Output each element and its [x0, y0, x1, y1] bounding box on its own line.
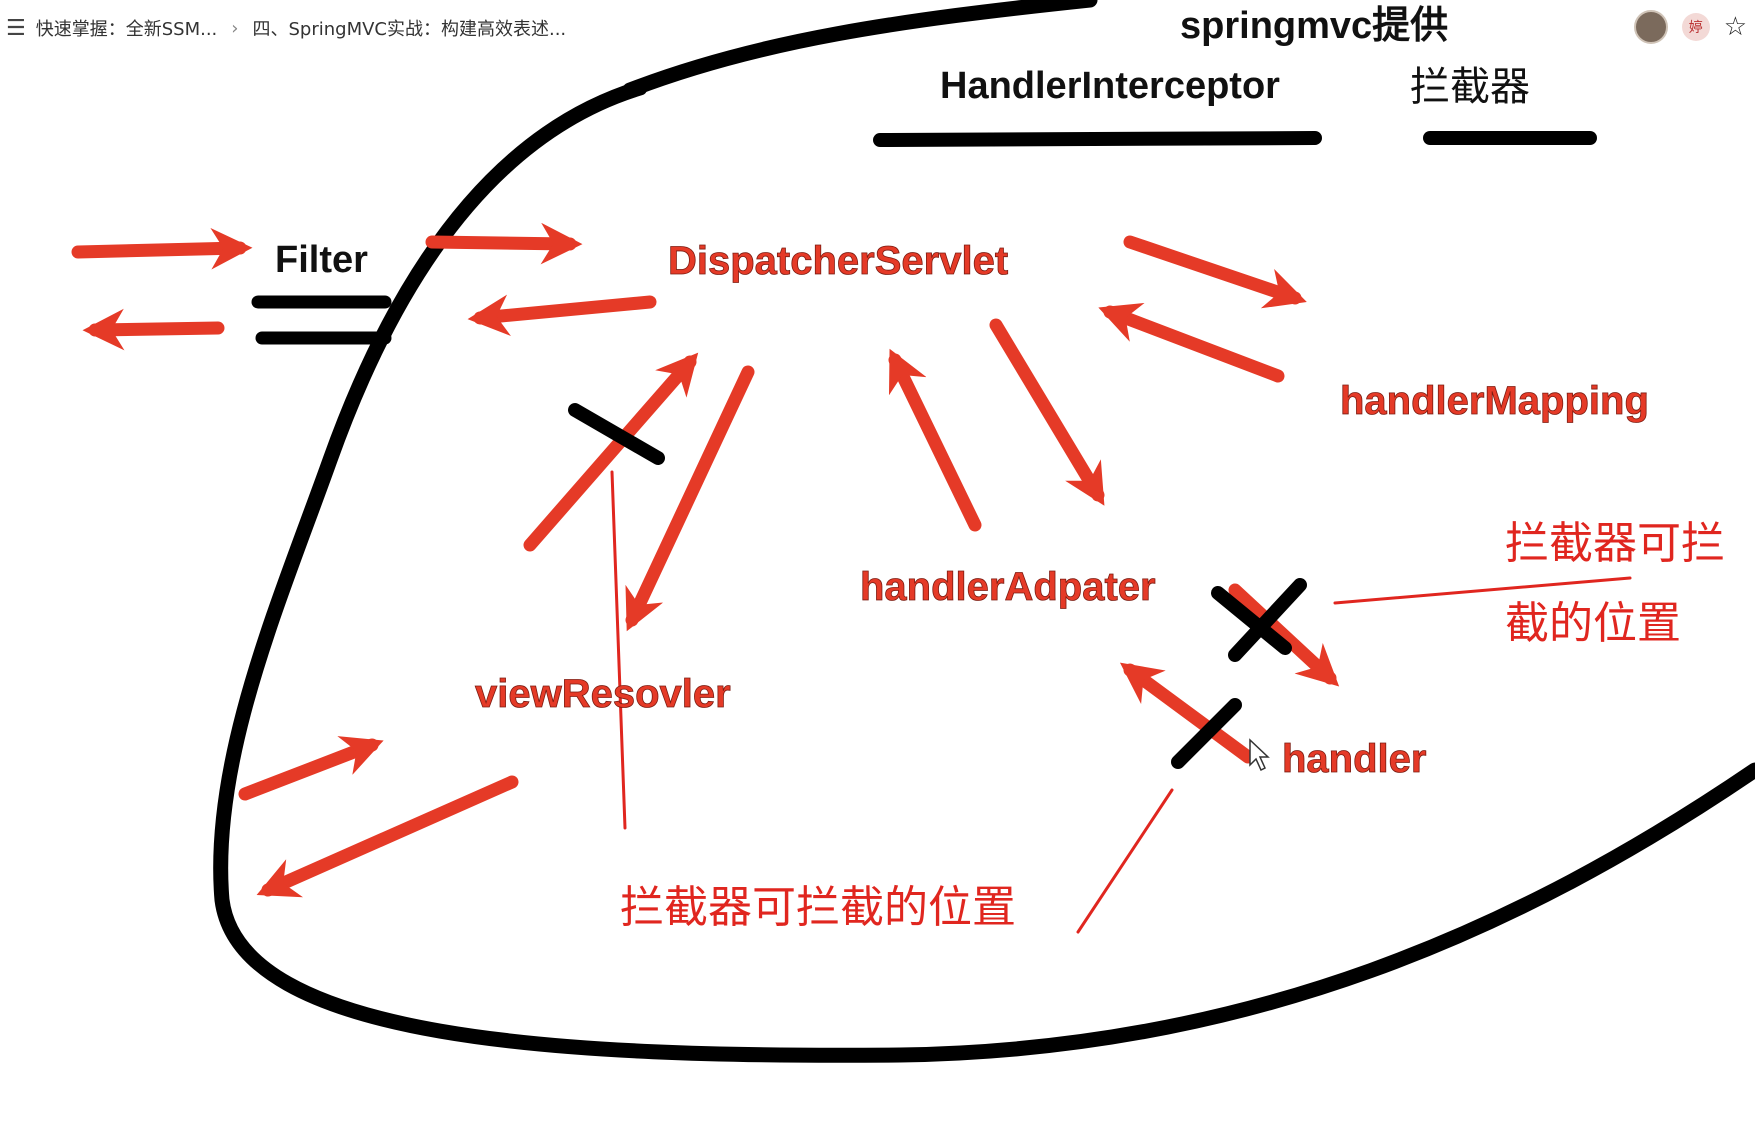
arrow-dispatcher-to-filter	[467, 294, 657, 336]
topbar-actions: 婷 ☆	[1633, 10, 1747, 44]
arrow-in-to-filter	[71, 227, 253, 270]
title-springmvc: springmvc提供	[1180, 5, 1448, 47]
title-underline-1	[873, 131, 1322, 147]
pointer-right	[1333, 576, 1632, 605]
user-badge[interactable]: 婷	[1681, 13, 1710, 41]
flow-arrows	[71, 222, 1340, 898]
label-handler-adapter: handlerAdpater	[860, 565, 1156, 609]
arrow-dispatcher-to-mapping	[1123, 235, 1307, 309]
note-right-line2: 截的位置	[1505, 598, 1681, 649]
annotation-pointers	[610, 470, 1632, 934]
cursor-icon	[1249, 738, 1270, 772]
mark-view-dispatcher	[568, 403, 665, 465]
interception-marks	[568, 403, 1307, 769]
mark-adapter-handler-a	[1211, 586, 1292, 655]
chevron-right-icon: ›	[231, 17, 239, 39]
menu-icon[interactable]: ☰	[6, 15, 26, 41]
label-handler: handler	[1282, 737, 1426, 781]
pointer-view	[610, 470, 627, 830]
label-dispatcher-servlet: DispatcherServlet	[668, 239, 1008, 283]
arrow-dispatcher-to-view	[625, 365, 755, 632]
pointer-handler	[1076, 788, 1174, 934]
note-right-line1: 拦截器可拦	[1505, 518, 1725, 569]
breadcrumb-section[interactable]: 四、SpringMVC实战：构建高效表述...	[252, 19, 567, 40]
label-filter: Filter	[275, 239, 368, 281]
arrow-filter-to-dispatcher	[425, 222, 583, 265]
note-bottom: 拦截器可拦截的位置	[620, 882, 1016, 933]
arrow-filter-out	[82, 308, 225, 351]
arrow-out-down	[256, 775, 519, 898]
title-handler-interceptor: HandlerInterceptor	[940, 65, 1280, 107]
arrow-mapping-to-dispatcher	[1098, 302, 1285, 383]
arrow-handler-to-adapter	[1119, 662, 1255, 764]
container-outline	[213, 80, 1755, 1063]
label-view-resolver: viewResovler	[475, 672, 731, 716]
arrow-adapter-to-dispatcher	[888, 348, 982, 532]
arrow-view-to-dispatcher	[523, 352, 699, 552]
avatar[interactable]	[1633, 10, 1668, 44]
mark-handler-return	[1171, 698, 1242, 769]
label-handler-mapping: handlerMapping	[1340, 379, 1649, 423]
arrow-out-up	[238, 736, 384, 801]
star-icon[interactable]: ☆	[1723, 12, 1747, 42]
title-interceptor-cn: 拦截器	[1410, 64, 1530, 110]
arrow-dispatcher-to-adapter	[989, 318, 1105, 506]
top-bar: ☰ 快速掌握：全新SSM... › 四、SpringMVC实战：构建高效表述..…	[0, 0, 1755, 56]
breadcrumb-course[interactable]: 快速掌握：全新SSM...	[35, 19, 218, 40]
mark-adapter-handler-b	[1228, 578, 1307, 662]
arrow-adapter-to-handler	[1228, 583, 1340, 687]
container-outline-top	[622, 0, 1098, 98]
